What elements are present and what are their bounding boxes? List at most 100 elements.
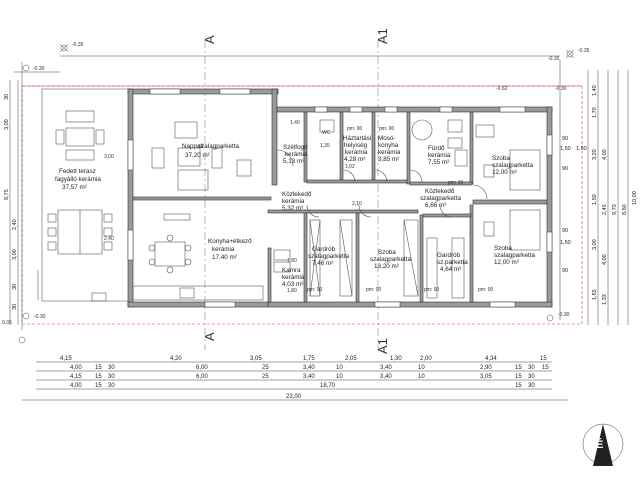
room-bath-name: Fürdő — [428, 145, 445, 152]
room-wash-floor: kerámia — [378, 149, 401, 156]
room-kitchen-floor: kerámia — [212, 246, 235, 253]
room-living-name: Nappali — [182, 143, 203, 150]
room-kitchen-area: 17,40 m² — [212, 254, 237, 261]
dim-right-c3-4: 1,33 — [602, 294, 608, 305]
room-wardrobe1-area: 7,46 m² — [312, 260, 333, 267]
dim-right-c2-2: 1,50 — [560, 146, 571, 152]
room-storage-floor: kerámia — [345, 149, 368, 156]
room-living-area: 37,20 m² — [185, 152, 210, 159]
height-5: pm: 90 — [366, 287, 382, 293]
furniture — [47, 110, 541, 302]
dim-right-c2-7: 1,50 — [576, 146, 587, 152]
dim-r2-3: 30 — [108, 365, 115, 371]
height-7: pm: 90 — [478, 287, 494, 293]
height-2: pm: 90 — [379, 126, 395, 132]
dim-r2-8: 3,40 — [380, 365, 392, 371]
dim-right-c1-5: 3,20 — [592, 149, 598, 160]
level-right-top: -0.30 — [555, 86, 567, 92]
room-living-floor: szalagparketta — [198, 143, 239, 150]
north-compass: É — [582, 423, 624, 466]
room-hall2-floor: szalagparketta — [420, 195, 461, 202]
room-windbreak-area: 5,13 m² — [283, 158, 304, 165]
dim-right-c3-3: 4,00 — [602, 254, 608, 265]
dim-right-c3-2: 2,45 — [602, 204, 608, 215]
room-storage-name: Háztartási — [343, 135, 371, 142]
room-hall1-floor: kerámia — [282, 198, 305, 205]
level-right-bottom: -0.30 — [558, 312, 570, 318]
room-1-floor: szalagparketta — [492, 162, 533, 169]
dim-r3-2: 15 — [95, 374, 102, 380]
dim-right-c2-3: 90 — [562, 166, 568, 172]
dim-r2-6: 3,40 — [303, 365, 315, 371]
dim-r1-8: 4,34 — [485, 356, 497, 362]
windbreak-dim: 1,40 — [290, 120, 300, 126]
wc-label: WC — [322, 130, 331, 136]
dim-right-c4-1: 9,70 — [612, 204, 618, 215]
dim-r1-1: 4,15 — [60, 356, 72, 362]
dim-r3-7: 10 — [336, 374, 343, 380]
walls — [41, 88, 553, 308]
compass-letter: É — [596, 438, 603, 451]
dim-r2-5: 25 — [262, 365, 269, 371]
axis-label-a1-bottom: A1 — [375, 338, 390, 354]
dim-r4-1: 4,00 — [70, 383, 82, 389]
dim-right-c5-1: 10,00 — [632, 191, 638, 205]
dim-r1-4: 1,75 — [303, 356, 315, 362]
level-markers: -0.35 -0.35 -0.30 -0.30 0,35 -0.30 -0.62… — [2, 42, 590, 344]
room-hall1-name: Közlekedő — [282, 191, 312, 198]
axis-label-a-bottom: A — [202, 332, 217, 341]
room-pantry-name: Kamra — [282, 267, 301, 274]
windows — [127, 88, 553, 308]
dim-r2-13: 15 — [542, 365, 549, 371]
level-left-bottom: -0.30 — [34, 314, 46, 320]
dim-left-3: 8,75 — [4, 189, 10, 200]
level-far-left-bottom: 0,35 — [2, 320, 12, 326]
dim-r1-3: 3,05 — [250, 356, 262, 362]
dim-r3-4: 6,00 — [196, 374, 208, 380]
storage-dim: 1,02 — [345, 164, 355, 170]
dim-right-c1-1: 1,40 — [592, 85, 598, 96]
pantry-dim: 1,80 — [287, 288, 297, 294]
room-1-name: Szoba — [492, 155, 510, 162]
hall-dim: 2,10 — [352, 201, 362, 207]
level-right-mid: -0.35 — [548, 56, 560, 62]
terrace-dim1: 3,00 — [104, 154, 114, 160]
room-pantry-area: 4,03 m² — [282, 281, 303, 288]
dim-r4-6: 30 — [528, 383, 535, 389]
room-1-area: 12,00 m² — [492, 169, 517, 176]
dim-r3-6: 3,40 — [303, 374, 315, 380]
height-1: pm: 90 — [347, 126, 363, 132]
dim-r4-5: 15 — [515, 383, 522, 389]
dim-left-2: 3,00 — [4, 119, 10, 130]
room-wardrobe1-floor: szalagparketta — [308, 253, 349, 260]
dim-r1-5: 2,05 — [345, 356, 357, 362]
dimension-rows: 4,15 4,20 3,05 1,75 2,05 1,30 2,00 4,34 … — [22, 356, 568, 401]
dim-r2-9: 10 — [418, 365, 425, 371]
dim-r4-2: 15 — [95, 383, 102, 389]
room-wardrobe2-area: 4,64 m² — [440, 266, 461, 273]
dim-left-4: 3,00 — [12, 249, 18, 260]
room-wardrobe1-name: Gardrób — [312, 246, 336, 253]
level-right-top2: -0.62 — [496, 86, 508, 92]
dim-r3-12: 30 — [528, 374, 535, 380]
room-wash-name1: Mosó- — [378, 135, 396, 142]
room-2-area: 12,00 m² — [494, 259, 519, 266]
left-dimensions: 30 3,00 8,75 3,00 30 2,40 30 — [4, 80, 19, 325]
room-storage-area: 4,28 m² — [344, 156, 365, 163]
pantry-dim2: 1,80 — [287, 258, 297, 264]
dim-right-c2-4: 90 — [562, 228, 568, 234]
room-pantry-floor: kerámia — [282, 274, 305, 281]
dim-right-c2-1: 90 — [562, 136, 568, 142]
height-4: pm: 90 — [307, 287, 323, 293]
dim-r2-7: 10 — [336, 365, 343, 371]
dim-r2-10: 2,90 — [480, 365, 492, 371]
room-wardrobe2-floor: sz.parketta — [437, 259, 468, 266]
room-wardrobe2-name: Gardrób — [437, 252, 461, 259]
height-6: pm: 90 — [424, 287, 440, 293]
room-3-floor: szalagparketta — [370, 256, 411, 263]
dim-right-c1-3: 1,70 — [592, 107, 598, 118]
axis-label-a-top: A — [202, 35, 217, 44]
room-3-area: 13,20 m² — [374, 263, 399, 270]
dim-r3-10: 3,05 — [480, 374, 492, 380]
